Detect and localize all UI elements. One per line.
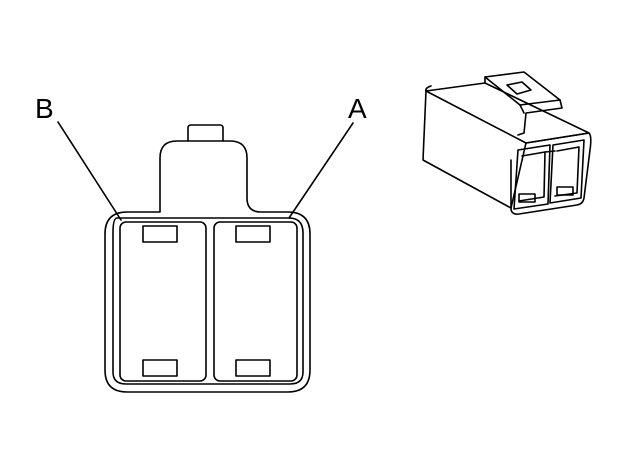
leader-line-b: [57, 121, 122, 221]
connector-face-view: [57, 121, 354, 393]
iso-latch-right: [556, 186, 574, 196]
housing-outline: [104, 140, 311, 393]
cavity-a-latch-top: [235, 225, 271, 243]
iso-cavity-wall: [544, 150, 556, 153]
connector-isometric-view: [422, 71, 592, 215]
terminal-a-label: A: [348, 93, 367, 124]
cavity-a: [213, 221, 298, 382]
locking-tab: [187, 124, 224, 142]
iso-cavity-right: [549, 139, 585, 204]
iso-cavity-right-inner: [554, 146, 580, 197]
iso-cavity-left: [513, 144, 551, 210]
iso-lock-ramp-side: [519, 99, 561, 106]
iso-lock-ramp: [484, 71, 563, 136]
leader-line-a: [288, 122, 354, 219]
iso-top-face: [425, 82, 590, 144]
cavity-b-latch-top: [142, 225, 178, 243]
terminal-b-label: B: [35, 93, 54, 124]
iso-side-face: [422, 90, 527, 209]
iso-cavity-left-inner: [518, 151, 546, 202]
cavity-a-latch-bottom: [235, 359, 271, 377]
housing-inner-wall: [112, 217, 304, 385]
iso-latch-left: [518, 193, 536, 203]
iso-lock-window: [506, 81, 532, 95]
iso-front-edge: [425, 85, 432, 92]
cavity-b-latch-bottom: [142, 359, 178, 377]
cavity-b: [119, 221, 207, 382]
iso-front-face: [510, 132, 592, 215]
